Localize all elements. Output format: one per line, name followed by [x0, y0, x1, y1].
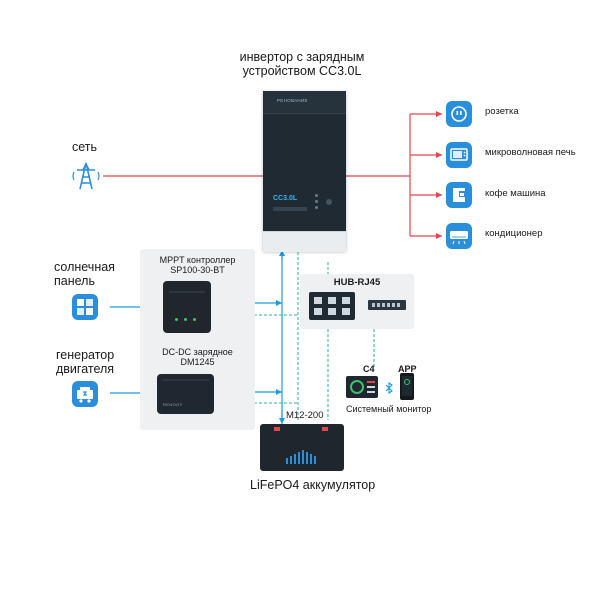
- mppt-label-line1: MPPT контроллер: [159, 255, 236, 265]
- hub-label: HUB-RJ45: [333, 277, 381, 288]
- generator-icon: [72, 381, 98, 407]
- mppt-label: MPPT контроллер SP100-30-BT: [140, 255, 255, 276]
- smartphone-app-icon: [400, 373, 414, 400]
- c4-label: C4: [363, 364, 375, 374]
- dcdc-charger-device: RENOGY: [157, 374, 214, 414]
- dcdc-label-line1: DC-DC зарядное: [162, 347, 233, 357]
- inverter-button: [326, 199, 332, 205]
- inverter-indicator-leds: [315, 194, 333, 214]
- battery-model-label: M12-200: [286, 410, 324, 421]
- inverter-title-line2: устройством CC3.0L: [242, 64, 362, 79]
- dcdc-label-line2: DM1245: [180, 357, 215, 368]
- bluetooth-icon: [384, 381, 394, 395]
- solar-label: солнечная панель: [54, 260, 115, 289]
- inverter-display: [273, 207, 307, 211]
- load-label-coffee: кофе машина: [485, 188, 546, 199]
- inverter-title-line1: инвертор с зарядным: [239, 50, 365, 64]
- battery-device: [260, 424, 344, 471]
- hub-rj45-device: [309, 292, 355, 320]
- mppt-label-line2: SP100-30-BT: [170, 265, 225, 276]
- dcdc-label: DC-DC зарядное DM1245: [140, 347, 255, 368]
- monitor-caption: Системный монитор: [346, 404, 432, 414]
- generator-label: генератор двигателя: [56, 348, 114, 377]
- power-tower-icon: [70, 160, 102, 192]
- load-label-ac: кондиционер: [485, 228, 543, 239]
- inverter-model-label: CC3.0L: [273, 195, 298, 202]
- hub-terminal-block: [368, 300, 406, 310]
- socket-icon: [446, 101, 472, 127]
- battery-terminal-negative: [274, 427, 280, 431]
- inverter-device: РЕНОВАНИЕ CC3.0L: [263, 91, 346, 252]
- battery-caption: LiFePO4 аккумулятор: [250, 478, 376, 492]
- inverter-logo: РЕНОВАНИЕ: [277, 98, 308, 103]
- battery-terminal-positive: [322, 427, 328, 431]
- generator-label-line2: двигателя: [56, 362, 115, 377]
- grid-label: сеть: [72, 140, 98, 154]
- solar-label-line2: панель: [54, 274, 95, 289]
- generator-label-line1: генератор: [56, 348, 115, 362]
- solar-panel-icon: [72, 294, 98, 320]
- air-conditioner-icon: [446, 223, 472, 249]
- inverter-bottom-vent: [263, 231, 346, 252]
- app-label: APP: [398, 364, 417, 374]
- load-label-socket: розетка: [485, 106, 519, 117]
- microwave-icon: [446, 142, 472, 168]
- battery-level-bars: [285, 450, 319, 464]
- mppt-controller-device: [163, 281, 211, 333]
- coffee-machine-icon: [446, 182, 472, 208]
- inverter-title: инвертор с зарядным устройством CC3.0L: [222, 50, 382, 79]
- load-label-microwave: микроволновая печь: [485, 147, 576, 158]
- dcdc-brand-logo: RENOGY: [163, 402, 183, 407]
- c4-monitor-device: [346, 376, 378, 398]
- inverter-top-strip: [263, 91, 346, 114]
- solar-label-line1: солнечная: [54, 260, 115, 274]
